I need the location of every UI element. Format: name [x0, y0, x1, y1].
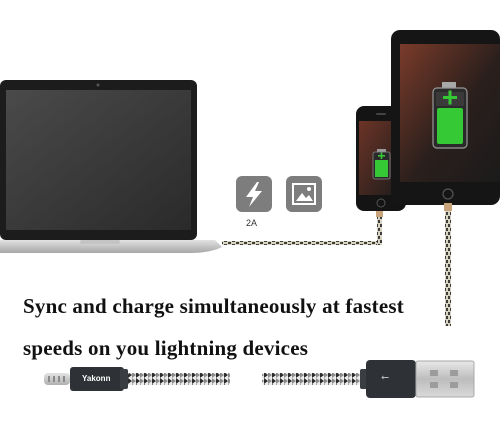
charge-icon-tile [236, 176, 272, 212]
lightning-plug [44, 373, 70, 385]
cable-braid-right [262, 373, 360, 385]
cable-laptop-to-phone [222, 241, 380, 245]
image-icon [292, 183, 316, 205]
lightning-housing [70, 367, 124, 391]
current-label: 2A [246, 218, 258, 228]
caption-line-1: Sync and charge simultaneously at fastes… [23, 294, 404, 318]
caption-line-2: speeds on you lightning devices [23, 336, 309, 360]
cable-ipad [445, 211, 451, 326]
iphone-home-button [376, 198, 386, 208]
lightning-bolt-icon [246, 182, 262, 207]
laptop-camera [96, 83, 100, 87]
brand-label: Yakonn [82, 374, 111, 383]
lightning-cable-product [44, 360, 475, 398]
phone-connector [376, 208, 383, 217]
laptop-base [0, 240, 222, 253]
laptop [0, 80, 222, 253]
ipad-connector [444, 203, 452, 211]
laptop-screen [6, 90, 191, 230]
cable-braid-left [128, 373, 230, 385]
ipad [391, 30, 500, 205]
sync-icon-tile [286, 176, 322, 212]
usb-plug [415, 360, 475, 398]
ipad-home-button [442, 188, 454, 200]
usb-housing [366, 360, 416, 398]
usb-symbol-icon: ⭠ [381, 372, 389, 383]
